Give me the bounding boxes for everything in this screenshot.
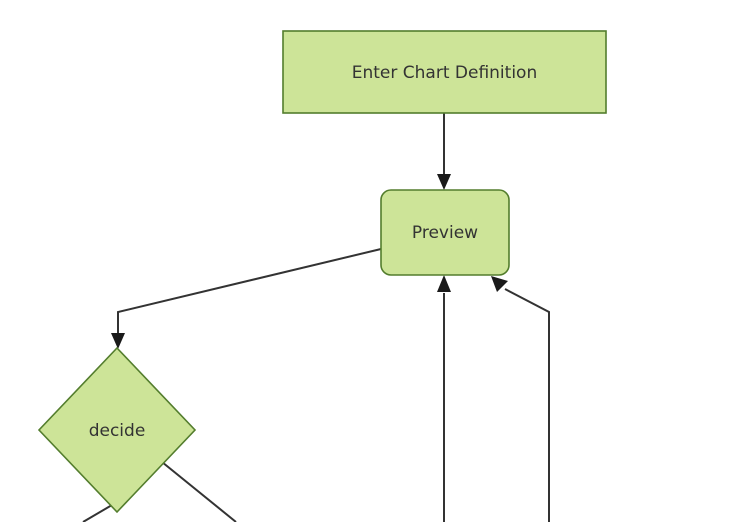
edge-bottom-center-to-preview — [437, 275, 451, 522]
node-preview[interactable]: Preview — [380, 189, 510, 276]
node-label: Preview — [412, 223, 478, 243]
arrowhead-icon — [491, 276, 508, 292]
node-enter-chart-definition[interactable]: Enter Chart Definition — [282, 30, 607, 114]
node-diamond[interactable] — [37, 346, 197, 514]
node-label: Enter Chart Definition — [352, 63, 537, 83]
edge-decide-bottom-left — [82, 504, 113, 522]
edge-decide-bottom-right — [161, 461, 237, 522]
arrowhead-icon — [437, 275, 451, 292]
edge-bottom-right-to-preview — [491, 276, 550, 522]
edge-line — [504, 288, 550, 522]
node-rounded-rectangle[interactable] — [380, 189, 510, 276]
node-label: decide — [89, 421, 146, 441]
arrowhead-icon — [437, 174, 451, 190]
edge-enter-to-preview — [437, 113, 451, 190]
node-rectangle[interactable] — [282, 30, 607, 114]
node-decide[interactable]: decide — [37, 346, 197, 514]
edge-preview-to-decide — [111, 248, 382, 349]
edge-line — [161, 461, 237, 522]
edge-line — [117, 248, 382, 338]
arrowhead-icon — [111, 333, 125, 349]
edge-line — [82, 504, 113, 522]
